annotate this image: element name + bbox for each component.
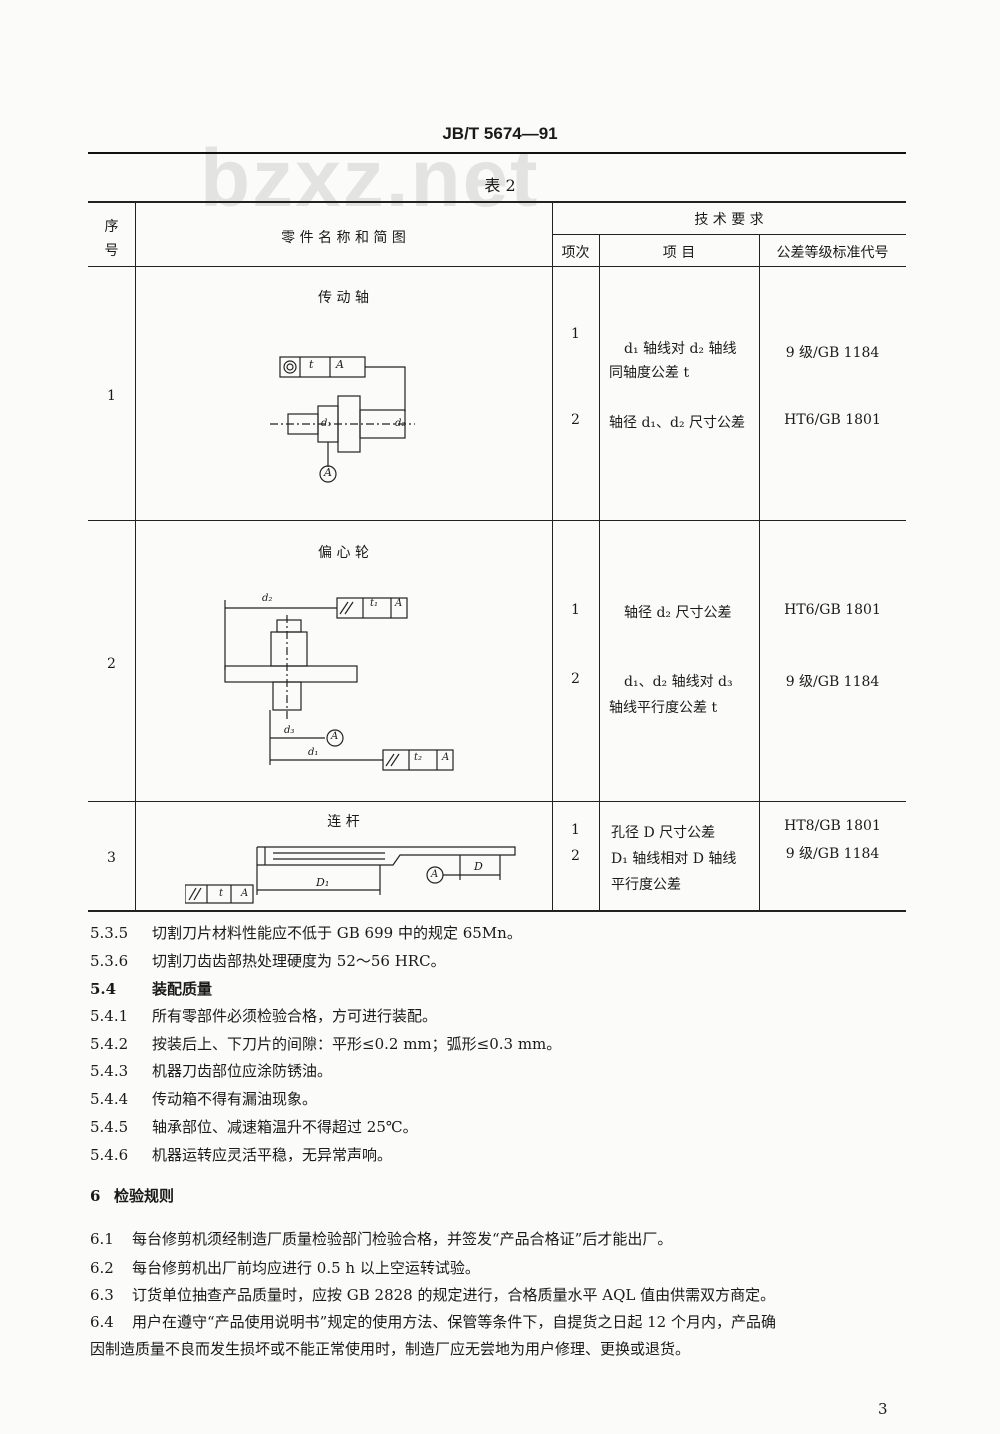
row1-req2-no: 2 bbox=[571, 412, 580, 428]
row3-seq: 3 bbox=[107, 850, 116, 866]
row3-D: D bbox=[474, 860, 483, 873]
row2-d3: d₃ bbox=[284, 725, 295, 736]
row1-frame-t: t bbox=[309, 358, 314, 371]
row1-part-name: 传 动 轴 bbox=[318, 290, 369, 306]
row3-req2-line1: D₁ 轴线相对 D 轴线 bbox=[611, 851, 737, 867]
table-caption: 表 2 bbox=[484, 176, 516, 195]
clause-6-4-cont: 因制造质量不良而发生损坏或不能正常使用时，制造厂应无尝地为用户修理、更换或退货。 bbox=[90, 1340, 691, 1358]
row2-seq: 2 bbox=[107, 656, 116, 672]
row3-req2-no: 2 bbox=[571, 848, 580, 864]
row1-d1: d₁ bbox=[321, 418, 332, 429]
row3-req1-tol: HT8/GB 1801 bbox=[784, 818, 881, 834]
row2-t2: t₂ bbox=[414, 752, 423, 763]
row1-seq: 1 bbox=[107, 388, 116, 404]
col-header-seq-1: 序 bbox=[104, 219, 119, 235]
row3-part-name: 连 杆 bbox=[327, 814, 360, 830]
row2-d2-top: d₂ bbox=[262, 593, 273, 604]
col-header-tech-req: 技 术 要 求 bbox=[694, 212, 764, 228]
row2-eccentric-drawing bbox=[224, 597, 454, 771]
row1-frame-a: A bbox=[336, 358, 344, 371]
row2-datum: A bbox=[331, 731, 339, 742]
row1-req2-line1: 轴径 d₁、d₂ 尺寸公差 bbox=[609, 415, 746, 431]
col-header-tolerance: 公差等级标准代号 bbox=[776, 245, 889, 261]
row3-req1-no: 1 bbox=[571, 822, 580, 838]
doc-number: JB/T 5674—91 bbox=[442, 124, 558, 143]
row3-frame-a: A bbox=[241, 888, 249, 899]
row1-req1-line2: 同轴度公差 t bbox=[609, 365, 690, 381]
row1-datum: A bbox=[324, 466, 332, 479]
page-number: 3 bbox=[878, 1400, 888, 1418]
row1-req2-tol: HT6/GB 1801 bbox=[784, 412, 881, 428]
row2-req2-tol: 9 级/GB 1184 bbox=[785, 674, 880, 690]
row3-datum: A bbox=[431, 869, 439, 880]
row2-req2-line2: 轴线平行度公差 t bbox=[609, 700, 718, 716]
row1-d2: d₂ bbox=[395, 418, 406, 429]
row3-connecting-rod-drawing bbox=[185, 846, 516, 904]
row3-D1: D₁ bbox=[316, 876, 330, 889]
row2-frame-a1: A bbox=[395, 598, 403, 609]
header-rule bbox=[88, 152, 906, 154]
col-header-seq-2: 号 bbox=[104, 243, 119, 259]
row3-frame-t: t bbox=[219, 888, 224, 899]
row2-req1-line1: 轴径 d₂ 尺寸公差 bbox=[624, 605, 732, 621]
row2-req2-no: 2 bbox=[571, 671, 580, 687]
row3-req2-line2: 平行度公差 bbox=[611, 877, 681, 893]
col-header-item: 项 目 bbox=[662, 245, 696, 261]
col-header-part: 零 件 名 称 和 简 图 bbox=[281, 230, 406, 246]
row2-req2-line1: d₁、d₂ 轴线对 d₃ bbox=[624, 674, 733, 690]
col-header-item-no: 项次 bbox=[561, 245, 590, 261]
watermark: bzxz.net bbox=[200, 133, 540, 224]
row1-req1-line1: d₁ 轴线对 d₂ 轴线 bbox=[624, 341, 737, 357]
row2-frame-a2: A bbox=[442, 752, 450, 763]
row2-d1: d₁ bbox=[308, 747, 319, 758]
row1-req1-tol: 9 级/GB 1184 bbox=[785, 345, 880, 361]
row2-req1-tol: HT6/GB 1801 bbox=[784, 602, 881, 618]
row2-req1-no: 1 bbox=[571, 602, 580, 618]
row1-shaft-drawing bbox=[270, 356, 415, 483]
row3-req2-tol: 9 级/GB 1184 bbox=[785, 846, 880, 862]
row1-req1-no: 1 bbox=[571, 326, 580, 342]
row3-req1-line1: 孔径 D 尺寸公差 bbox=[611, 825, 716, 841]
row2-t1: t₁ bbox=[370, 598, 379, 609]
row2-part-name: 偏 心 轮 bbox=[318, 545, 369, 561]
